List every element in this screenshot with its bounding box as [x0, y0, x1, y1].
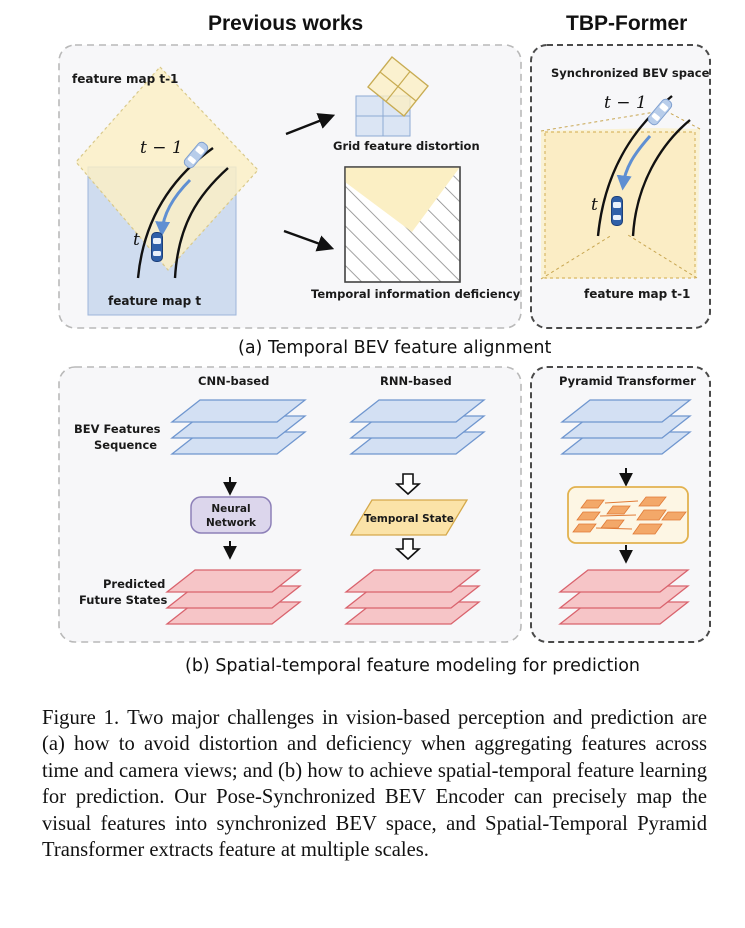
rnn-hollow-arrow-1	[394, 473, 422, 496]
car-t-icon	[151, 232, 163, 262]
rnn-bev-stack	[349, 399, 486, 455]
tbp-car-t-icon	[611, 196, 623, 226]
caption-panel-b: (b) Spatial-temporal feature modeling fo…	[185, 656, 641, 676]
label-feature-map-t-minus-1: feature map t-1	[72, 72, 178, 86]
temporal-state-box	[349, 499, 469, 536]
figure-caption: Figure 1.Two major challenges in vision-…	[42, 705, 707, 863]
grid-distortion-icon	[355, 56, 429, 137]
neural-network-line1: Neural	[211, 503, 250, 515]
figure-diagram: feature map t-1 feature map t t − 1 t Gr…	[58, 44, 711, 643]
pyramid-attention-arrows	[595, 500, 639, 530]
cnn-bev-stack	[170, 399, 307, 455]
label-predicted: Predicted	[103, 577, 165, 591]
pyramid-predicted-stack	[558, 569, 690, 625]
pyramid-bev-stack	[560, 399, 692, 455]
tbp-motion-arrow	[616, 135, 652, 191]
neural-network-line2: Network	[206, 517, 257, 529]
caption-panel-a: (a) Temporal BEV feature alignment	[238, 338, 552, 358]
label-feature-map-t: feature map t	[108, 294, 201, 308]
tbp-label-feature-map: feature map t-1	[584, 287, 690, 301]
figure-caption-text: Two major challenges in vision-based per…	[42, 707, 707, 862]
header-tbp-former: TBP-Former	[566, 12, 688, 35]
tbp-proj-line-1	[540, 111, 656, 132]
feature-map-t-minus-1	[75, 66, 259, 271]
tbp-proj-line-4	[627, 234, 698, 279]
tbp-proj-line-2	[667, 111, 701, 130]
temporal-state-label: Temporal State	[364, 513, 454, 525]
rnn-hollow-arrow-2	[394, 538, 422, 561]
arrow-to-grid-distortion	[285, 113, 336, 136]
lane-right	[173, 167, 229, 279]
motion-arrow	[155, 178, 192, 237]
temporal-deficiency-icon	[344, 166, 461, 283]
label-grid-distortion: Grid feature distortion	[333, 139, 480, 153]
title-rnn-based: RNN-based	[380, 374, 452, 388]
neural-network-box	[190, 496, 272, 534]
arrow-to-temporal-deficiency	[283, 229, 335, 252]
header-previous-works: Previous works	[208, 12, 364, 35]
tbp-label-t-minus-1: t − 1	[604, 93, 647, 113]
label-temporal-deficiency: Temporal information deficiency	[311, 287, 521, 301]
label-future-states: Future States	[79, 593, 167, 607]
cnn-predicted-stack	[165, 569, 302, 625]
label-synchronized-bev: Synchronized BEV space	[551, 66, 710, 80]
title-cnn-based: CNN-based	[198, 374, 269, 388]
pyramid-feature-tiles	[572, 496, 687, 535]
figure-caption-label: Figure 1.	[42, 707, 120, 729]
tbp-lane-right	[631, 119, 691, 237]
label-t: t	[133, 230, 140, 250]
label-bev-sequence: Sequence	[94, 438, 157, 452]
tbp-label-t: t	[591, 195, 598, 215]
tbp-proj-line-3	[540, 234, 613, 280]
title-pyramid-transformer: Pyramid Transformer	[559, 374, 696, 388]
label-bev-features: BEV Features	[74, 422, 161, 436]
label-t-minus-1: t − 1	[140, 138, 183, 158]
rnn-predicted-stack	[344, 569, 481, 625]
